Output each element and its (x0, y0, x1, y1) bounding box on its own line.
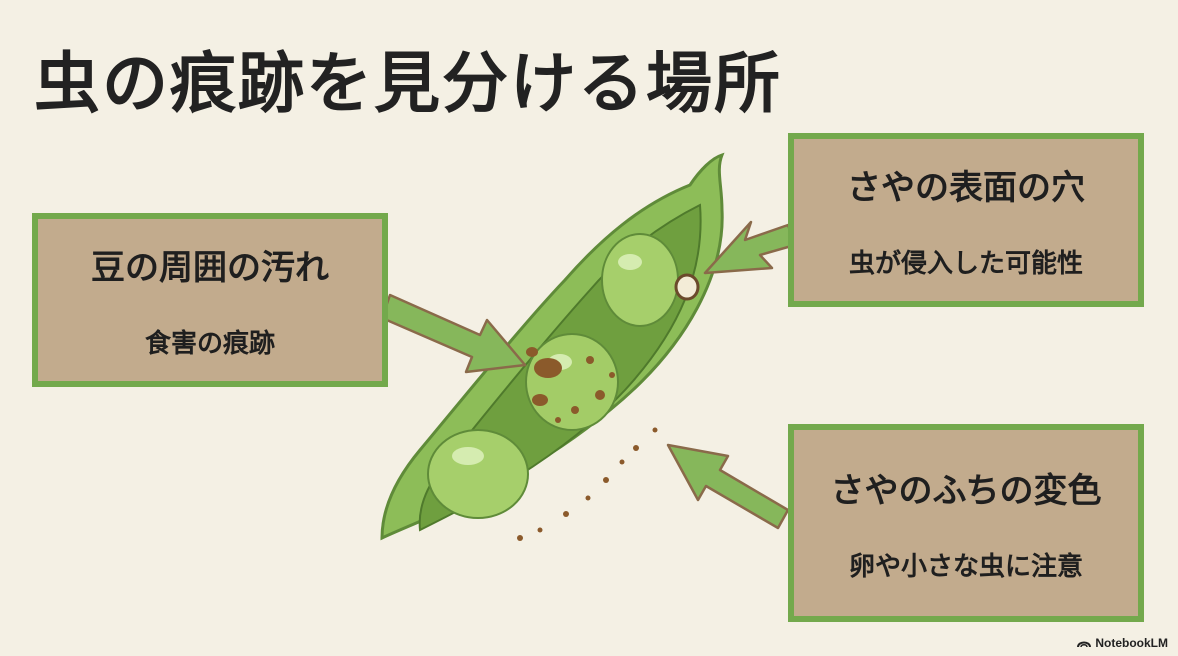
edge-discoloration (517, 427, 658, 541)
bean-top (601, 233, 679, 327)
notebooklm-logo-icon (1077, 641, 1092, 648)
arrow-bottom-right (666, 443, 790, 530)
page-title: 虫の痕跡を見分ける場所 (34, 45, 782, 122)
callout-subtext: 虫が侵入した可能性 (848, 249, 1083, 279)
callout-bean-stains: 豆の周囲の汚れ 食害の痕跡 (32, 213, 388, 387)
callout-subtext: 食害の痕跡 (144, 329, 275, 359)
callout-subtext: 卵や小さな虫に注意 (848, 552, 1083, 582)
bean-damaged (525, 333, 619, 431)
callout-heading: 豆の周囲の汚れ (91, 248, 329, 288)
brand-watermark: NotebookLM (1077, 636, 1168, 650)
stain-marks (526, 347, 615, 423)
callout-edge-discoloration: さやのふちの変色 卵や小さな虫に注意 (788, 424, 1144, 622)
brand-label: NotebookLM (1095, 636, 1168, 650)
bean-bottom (427, 429, 529, 519)
callout-heading: さやのふちの変色 (830, 471, 1102, 511)
callout-heading: さやの表面の穴 (847, 168, 1085, 208)
pod-hole (674, 273, 700, 301)
arrow-left (380, 293, 527, 374)
callout-surface-hole: さやの表面の穴 虫が侵入した可能性 (788, 133, 1144, 307)
